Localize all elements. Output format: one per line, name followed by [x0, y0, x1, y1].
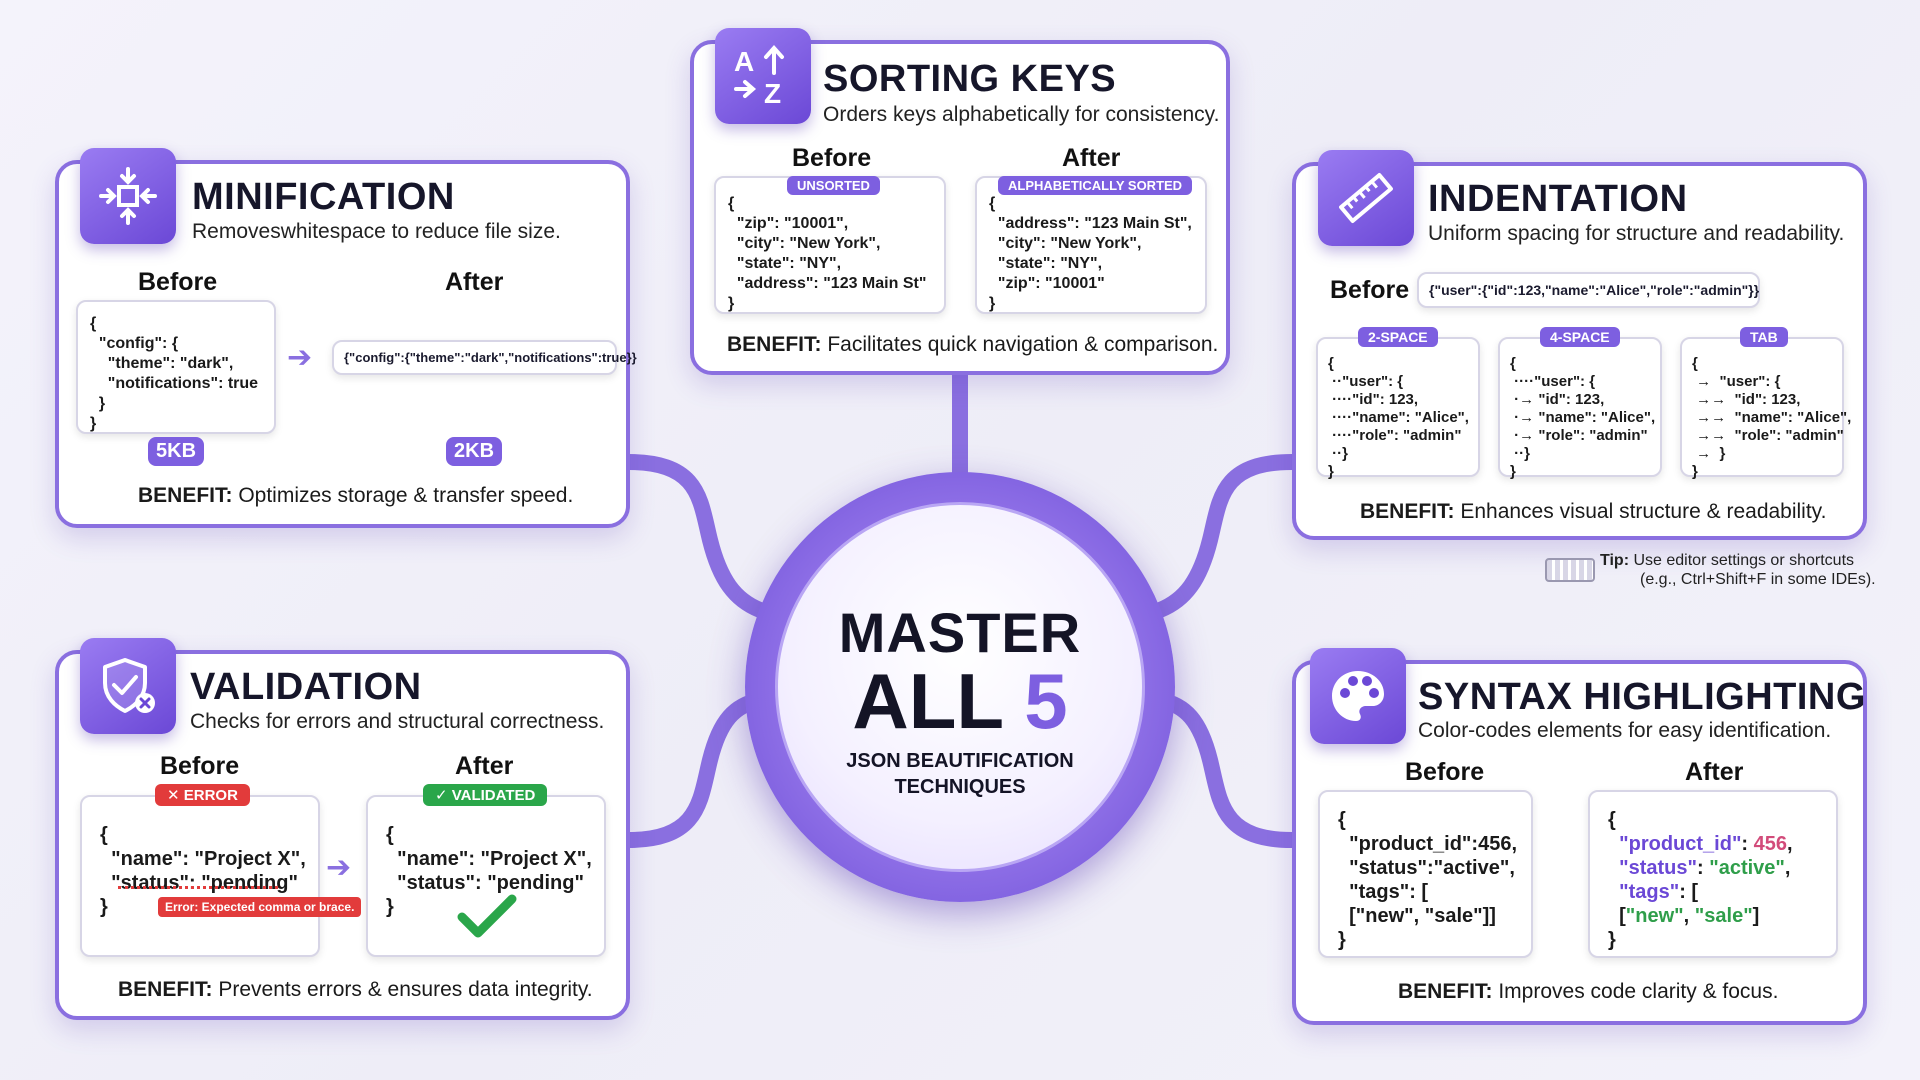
indent-4space-tag: 4-SPACE	[1540, 327, 1620, 347]
before-size-badge: 5KB	[148, 437, 205, 466]
connector-bottom-right	[1152, 692, 1300, 848]
minification-before-label: Before	[138, 268, 218, 296]
indentation-before-code: {"user":{"id":123,"name":"Alice","role":…	[1417, 272, 1760, 308]
syntax-after-label: After	[1685, 758, 1744, 786]
sorting-after-code: { "address": "123 Main St", "city": "New…	[975, 176, 1207, 314]
minification-subtitle: Removeswhitespace to reduce file size.	[192, 220, 561, 243]
editor-tip: Tip: Use editor settings or shortcuts (e…	[1600, 552, 1876, 588]
validated-tag: ✓ VALIDATED	[423, 784, 548, 806]
syntax-benefit: BENEFIT: Improves code clarity & focus.	[1398, 980, 1779, 1003]
minification-before-code: { "config": { "theme": "dark", "notifica…	[76, 300, 276, 434]
hub-master: MASTER	[838, 601, 1082, 664]
validation-before-code: { "name": "Project X", "status": "pendin…	[80, 795, 320, 957]
indentation-benefit: BENEFIT: Enhances visual structure & rea…	[1360, 500, 1827, 523]
syntax-before-label: Before	[1405, 758, 1485, 786]
indent-tab-code: { → "user": { →→ "id": 123, →→ "name": "…	[1680, 337, 1851, 480]
sorting-keys-title: SORTING KEYS	[823, 58, 1117, 100]
connector-top-left	[620, 454, 768, 618]
minification-after-code: {"config":{"theme":"dark","notifications…	[332, 340, 637, 375]
indent-4space-code: { ····"user": { ·→ "id": 123, ·→ "name":…	[1498, 337, 1662, 480]
unsorted-tag: UNSORTED	[787, 176, 880, 195]
palette-icon	[1310, 648, 1406, 744]
error-message: Error: Expected comma or brace.	[158, 897, 362, 917]
syntax-highlighting-subtitle: Color-codes elements for easy identifica…	[1418, 719, 1832, 742]
sorting-before-label: Before	[792, 144, 872, 172]
hub-subtitle-1: JSON BEAUTIFICATION	[846, 750, 1074, 772]
right-arrow-icon: ➔	[326, 851, 352, 884]
alphabetically-sorted-tag: ALPHABETICALLY SORTED	[998, 176, 1193, 195]
validation-subtitle: Checks for errors and structural correct…	[190, 710, 605, 733]
validation-after-code: { "name": "Project X", "status": "pendin…	[366, 795, 606, 957]
sort-az-icon: A Z	[715, 28, 811, 124]
hub-circle	[775, 502, 1145, 872]
error-squiggle	[118, 885, 278, 889]
connector-bottom-left	[620, 692, 768, 848]
checkmark-icon	[456, 893, 518, 946]
svg-text:A: A	[734, 46, 754, 77]
indentation-title: INDENTATION	[1428, 178, 1688, 220]
sorting-after-label: After	[1062, 144, 1121, 172]
indentation-before-label: Before	[1330, 276, 1410, 304]
svg-text:Z: Z	[764, 78, 781, 109]
indent-2space-code: { ··"user": { ····"id": 123, ····"name":…	[1316, 337, 1480, 480]
keyboard-icon	[1545, 558, 1595, 582]
hub-all-5: ALL 5	[852, 657, 1068, 745]
indent-tab-tag: TAB	[1740, 327, 1788, 347]
after-size-badge: 2KB	[446, 437, 503, 466]
shield-check-icon	[80, 638, 176, 734]
syntax-highlighting-title: SYNTAX HIGHLIGHTING	[1418, 676, 1866, 718]
sorting-benefit: BENEFIT: Facilitates quick navigation & …	[727, 333, 1219, 356]
minification-benefit: BENEFIT: Optimizes storage & transfer sp…	[138, 484, 574, 507]
indentation-subtitle: Uniform spacing for structure and readab…	[1428, 222, 1845, 245]
validation-benefit: BENEFIT: Prevents errors & ensures data …	[118, 978, 593, 1001]
minification-after-label: After	[445, 268, 504, 296]
ruler-icon	[1318, 150, 1414, 246]
hub-subtitle-2: TECHNIQUES	[894, 776, 1026, 798]
validation-after-label: After	[455, 752, 514, 780]
sorting-before-code: { "zip": "10001", "city": "New York", "s…	[714, 176, 946, 314]
validation-before-label: Before	[160, 752, 240, 780]
sorting-keys-subtitle: Orders keys alphabetically for consisten…	[823, 103, 1220, 126]
indent-2space-tag: 2-SPACE	[1358, 327, 1438, 347]
minification-title: MINIFICATION	[192, 176, 455, 218]
syntax-after-code: { "product_id": 456, "status": "active",…	[1588, 790, 1838, 958]
error-tag: ✕ ERROR	[155, 784, 250, 806]
validation-title: VALIDATION	[190, 666, 422, 708]
syntax-before-code: { "product_id":456, "status":"active", "…	[1318, 790, 1533, 958]
connector-top-right	[1152, 454, 1300, 618]
compress-arrows-icon	[80, 148, 176, 244]
right-arrow-icon: ➔	[287, 341, 313, 374]
